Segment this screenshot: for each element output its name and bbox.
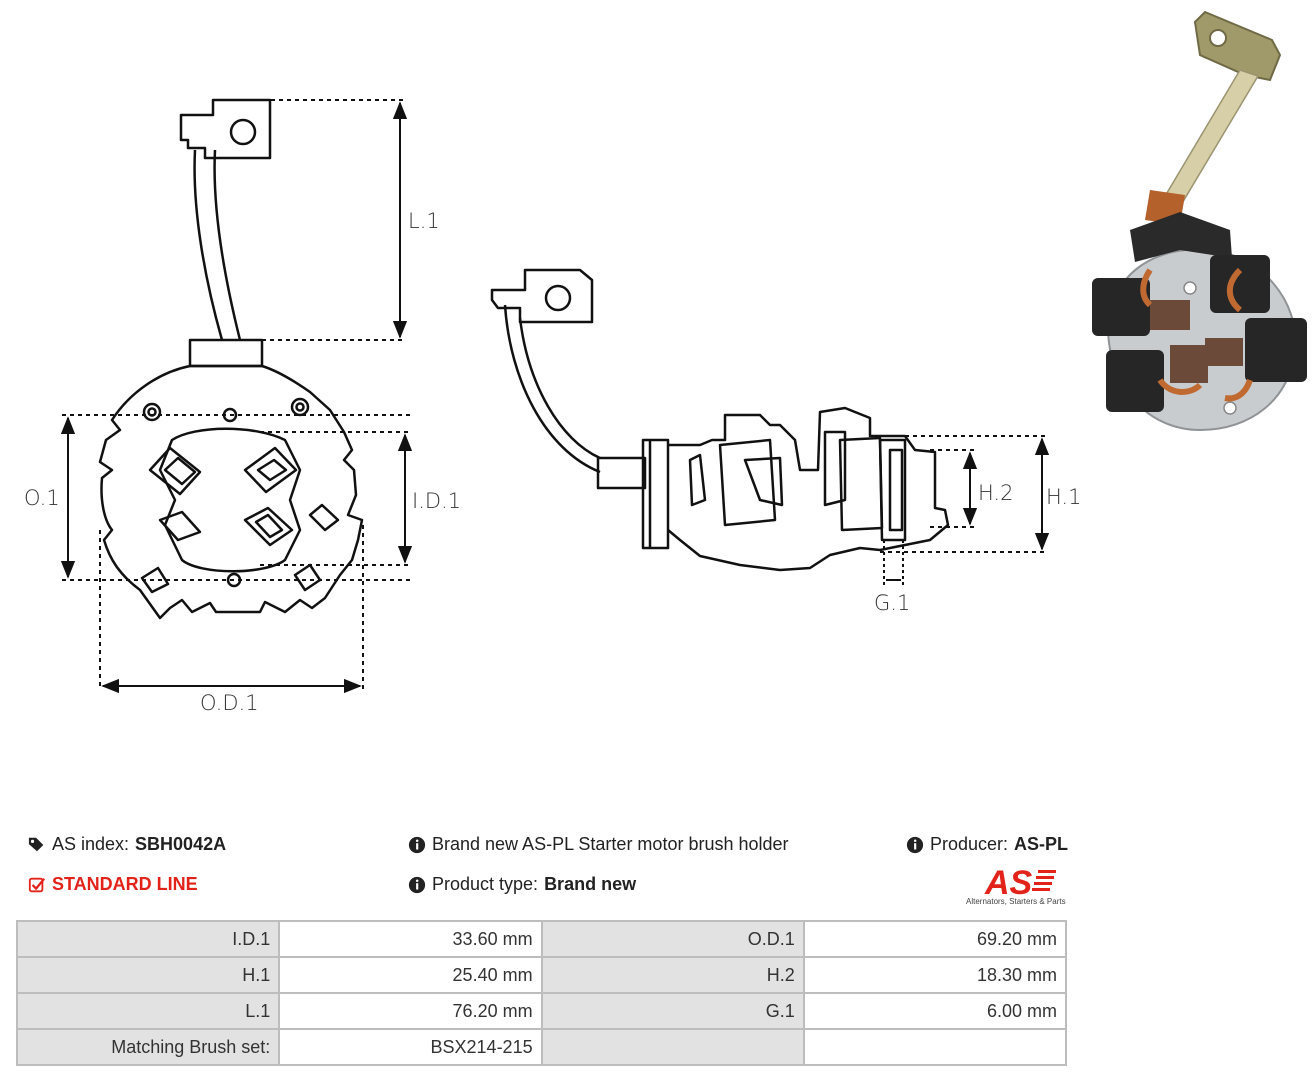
front-dimensions <box>60 99 413 694</box>
info-icon <box>408 836 426 853</box>
side-view <box>490 268 950 572</box>
info-icon <box>906 836 924 853</box>
as-index-value: SBH0042A <box>135 834 227 854</box>
product-type-row: Product type: Brand new <box>408 874 636 895</box>
spec-key: I.D.1 <box>15 920 281 958</box>
producer-value: AS-PL <box>1014 834 1069 854</box>
dim-label-h1: H.1 <box>1046 485 1081 509</box>
technical-drawing: L.1 O.1 I.D.1 O.D.1 H.2 H.1 G.1 <box>24 10 1307 715</box>
spec-value: 18.30 mm <box>802 956 1068 994</box>
producer-row: Producer: AS-PL <box>906 834 1068 855</box>
spec-key: L.1 <box>15 992 281 1030</box>
dim-label-h2: H.2 <box>978 481 1013 505</box>
tags-icon <box>28 837 44 851</box>
table-row: Matching Brush set: BSX214-215 <box>15 1028 1068 1066</box>
table-row: I.D.1 33.60 mm O.D.1 69.20 mm <box>15 920 1068 958</box>
spec-key: O.D.1 <box>540 920 805 958</box>
dim-label-od1: O.D.1 <box>200 691 259 715</box>
standard-line-label: STANDARD LINE <box>52 874 198 894</box>
description-row: Brand new AS-PL Starter motor brush hold… <box>408 834 789 855</box>
spec-key: Matching Brush set: <box>15 1028 281 1066</box>
front-view <box>98 98 364 620</box>
as-index-label: AS index: <box>52 834 130 854</box>
checkbox-checked-icon <box>28 877 46 892</box>
spec-value: 69.20 mm <box>802 920 1068 958</box>
table-row: L.1 76.20 mm G.1 6.00 mm <box>15 992 1068 1030</box>
logo-tagline: Alternators, Starters & Parts <box>966 897 1066 906</box>
dim-label-id1: I.D.1 <box>412 489 461 513</box>
as-pl-logo: AS <box>984 864 1056 902</box>
product-type-value: Brand new <box>544 874 637 894</box>
spec-value: BSX214-215 <box>278 1028 543 1066</box>
spec-key <box>540 1028 805 1066</box>
dim-label-l1: L.1 <box>408 209 440 233</box>
producer-label: Producer: <box>930 834 1009 854</box>
spec-value: 25.40 mm <box>278 956 543 994</box>
spec-value <box>802 1028 1068 1066</box>
standard-line-row: STANDARD LINE <box>28 874 198 895</box>
dim-label-g1: G.1 <box>874 591 910 615</box>
product-type-label: Product type: <box>432 874 539 894</box>
info-icon <box>408 876 426 893</box>
as-index-row: AS index: SBH0042A <box>28 834 226 855</box>
spec-value: 76.20 mm <box>278 992 543 1030</box>
product-description: Brand new AS-PL Starter motor brush hold… <box>432 834 789 854</box>
spec-key: G.1 <box>540 992 805 1030</box>
dim-label-o1: O.1 <box>24 486 60 510</box>
spec-key: H.1 <box>15 956 281 994</box>
spec-key: H.2 <box>540 956 805 994</box>
side-dimensions <box>880 435 1050 585</box>
spec-value: 6.00 mm <box>802 992 1068 1030</box>
spec-value: 33.60 mm <box>278 920 543 958</box>
product-photo <box>1092 10 1307 432</box>
logo-mark: AS <box>984 864 1033 902</box>
table-row: H.1 25.40 mm H.2 18.30 mm <box>15 956 1068 994</box>
spec-table: I.D.1 33.60 mm O.D.1 69.20 mm H.1 25.40 … <box>15 920 1068 1066</box>
